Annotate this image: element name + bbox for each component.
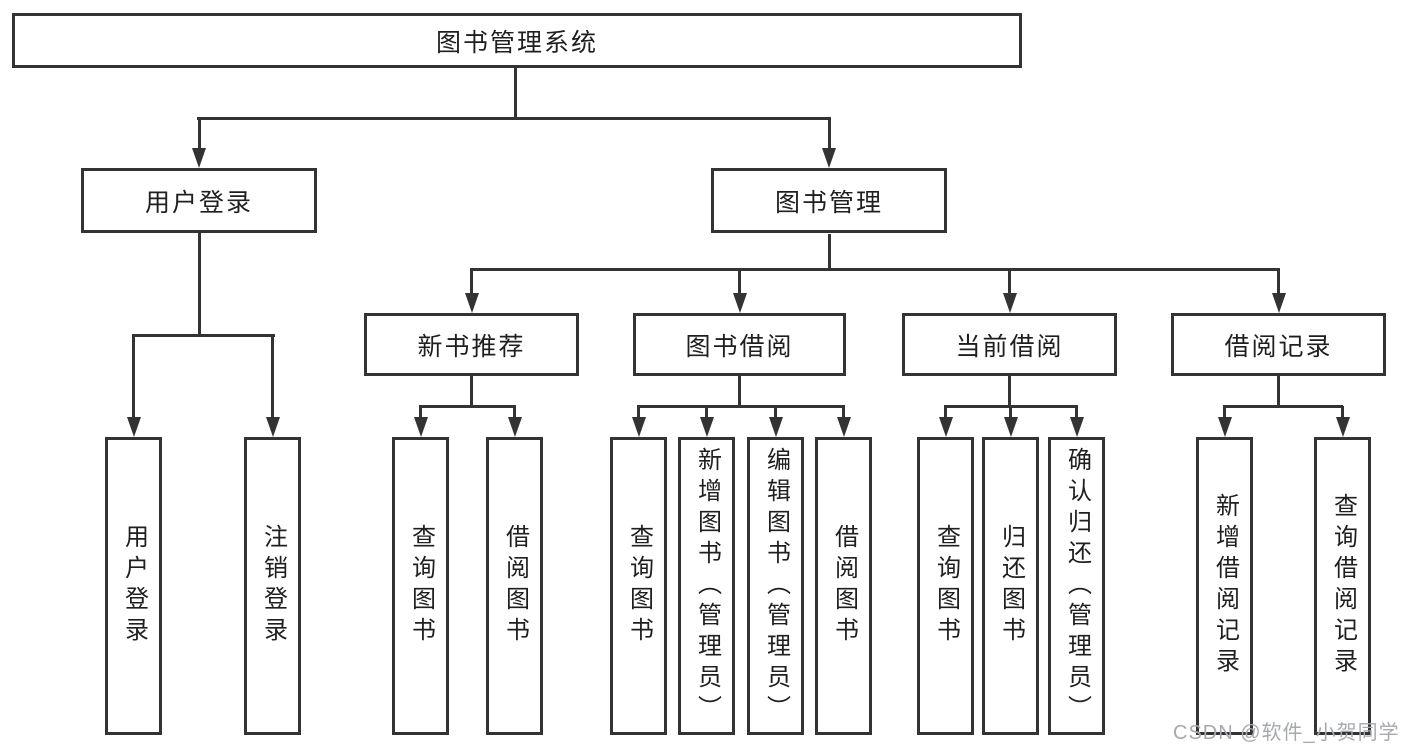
leaf-search-books-borrowing: 查询图书: [610, 437, 667, 735]
connector-new-book-split: [419, 405, 516, 408]
leaf-add-book-admin: 新增图书（管理员）: [678, 437, 735, 735]
arrow-down-icon: [1070, 417, 1084, 437]
arrow-down-icon: [822, 148, 836, 168]
node-user-login: 用户登录: [81, 168, 317, 233]
leaf-label: 查询借阅记录: [1329, 493, 1357, 679]
connector-arrow-stem: [1341, 406, 1344, 418]
leaf-label: 查询图书: [625, 524, 653, 648]
connector-arrow-stem: [1223, 406, 1226, 418]
connector-root-stem: [514, 66, 517, 119]
csdn-watermark: CSDN @软件_小贺同学: [1173, 722, 1400, 744]
leaf-label: 借阅图书: [501, 524, 529, 648]
connector-arrow-stem: [513, 406, 516, 418]
arrow-down-icon: [1336, 417, 1350, 437]
leaf-label: 用户登录: [120, 524, 148, 648]
connector-user-login-split: [132, 334, 275, 337]
leaf-label: 查询图书: [932, 524, 960, 648]
node-label: 借阅记录: [1224, 332, 1333, 361]
leaf-label: 归还图书: [997, 524, 1025, 648]
leaf-label: 注销登录: [259, 524, 287, 648]
arrow-down-icon: [1218, 417, 1232, 437]
connector-user-login-stem: [198, 233, 201, 336]
arrow-down-icon: [1272, 293, 1286, 313]
connector-new-book-stem: [470, 376, 473, 407]
connector-arrow-stem: [828, 118, 831, 149]
arrow-down-icon: [1003, 293, 1017, 313]
connector-arrow-stem: [470, 269, 473, 295]
leaf-search-books-recommend: 查询图书: [392, 437, 449, 735]
connector-borrowing-stem: [738, 376, 741, 407]
arrow-down-icon: [939, 417, 953, 437]
connector-arrow-stem: [842, 406, 845, 418]
leaf-search-books-current: 查询图书: [917, 437, 974, 735]
leaf-user-login: 用户登录: [105, 437, 162, 735]
arrow-down-icon: [733, 293, 747, 313]
connector-arrow-stem: [1009, 406, 1012, 418]
connector-arrow-stem: [705, 406, 708, 418]
node-library-management-system: 图书管理系统: [12, 13, 1022, 68]
connector-arrow-stem: [738, 269, 741, 295]
leaf-add-borrow-record: 新增借阅记录: [1196, 437, 1253, 735]
arrow-down-icon: [700, 417, 714, 437]
arrow-down-icon: [266, 417, 280, 437]
arrow-down-icon: [769, 417, 783, 437]
arrow-down-icon: [465, 293, 479, 313]
connector-records-split: [1223, 405, 1343, 408]
connector-arrow-stem: [419, 406, 422, 418]
leaf-return-books: 归还图书: [982, 437, 1039, 735]
connector-arrow-stem: [198, 118, 201, 149]
leaf-confirm-return-admin: 确认归还（管理员）: [1048, 437, 1105, 735]
arrow-down-icon: [508, 417, 522, 437]
connector-arrow-stem: [637, 406, 640, 418]
arrow-down-icon: [414, 417, 428, 437]
leaf-label: 编辑图书（管理员）: [762, 446, 790, 726]
node-book-borrowing: 图书借阅: [633, 313, 846, 376]
connector-arrow-stem: [1008, 269, 1011, 295]
connector-arrow-stem: [132, 335, 135, 418]
connector-records-stem: [1277, 376, 1280, 407]
node-book-management: 图书管理: [711, 168, 947, 233]
leaf-borrow-books-recommend: 借阅图书: [486, 437, 543, 735]
node-new-book-recommendation: 新书推荐: [364, 313, 579, 376]
connector-root-split: [197, 117, 831, 120]
leaf-search-borrow-record: 查询借阅记录: [1314, 437, 1371, 735]
arrow-down-icon: [632, 417, 646, 437]
leaf-label: 借阅图书: [830, 524, 858, 648]
leaf-logout: 注销登录: [244, 437, 301, 735]
connector-book-mgmt-stem: [828, 234, 831, 270]
connector-arrow-stem: [1277, 269, 1280, 295]
arrow-down-icon: [1004, 417, 1018, 437]
node-label: 用户登录: [144, 188, 253, 217]
node-label: 图书管理系统: [435, 28, 598, 57]
connector-arrow-stem: [1075, 406, 1078, 418]
node-current-borrowing: 当前借阅: [902, 313, 1117, 376]
leaf-label: 新增图书（管理员）: [693, 446, 721, 726]
connector-arrow-stem: [774, 406, 777, 418]
arrow-down-icon: [192, 148, 206, 168]
leaf-label: 新增借阅记录: [1211, 493, 1239, 679]
node-label: 新书推荐: [417, 332, 526, 361]
leaf-borrow-books-borrowing: 借阅图书: [815, 437, 872, 735]
connector-arrow-stem: [944, 406, 947, 418]
leaf-label: 查询图书: [407, 524, 435, 648]
connector-borrowing-split: [637, 405, 845, 408]
node-label: 图书借阅: [685, 332, 794, 361]
connector-current-stem: [1008, 376, 1011, 407]
arrow-down-icon: [837, 417, 851, 437]
leaf-label: 确认归还（管理员）: [1063, 446, 1091, 726]
leaf-edit-book-admin: 编辑图书（管理员）: [747, 437, 804, 735]
connector-arrow-stem: [271, 335, 274, 418]
connector-book-mgmt-split: [470, 268, 1280, 271]
arrow-down-icon: [127, 417, 141, 437]
node-borrowing-records: 借阅记录: [1171, 313, 1386, 376]
node-label: 图书管理: [774, 188, 883, 217]
node-label: 当前借阅: [955, 332, 1064, 361]
